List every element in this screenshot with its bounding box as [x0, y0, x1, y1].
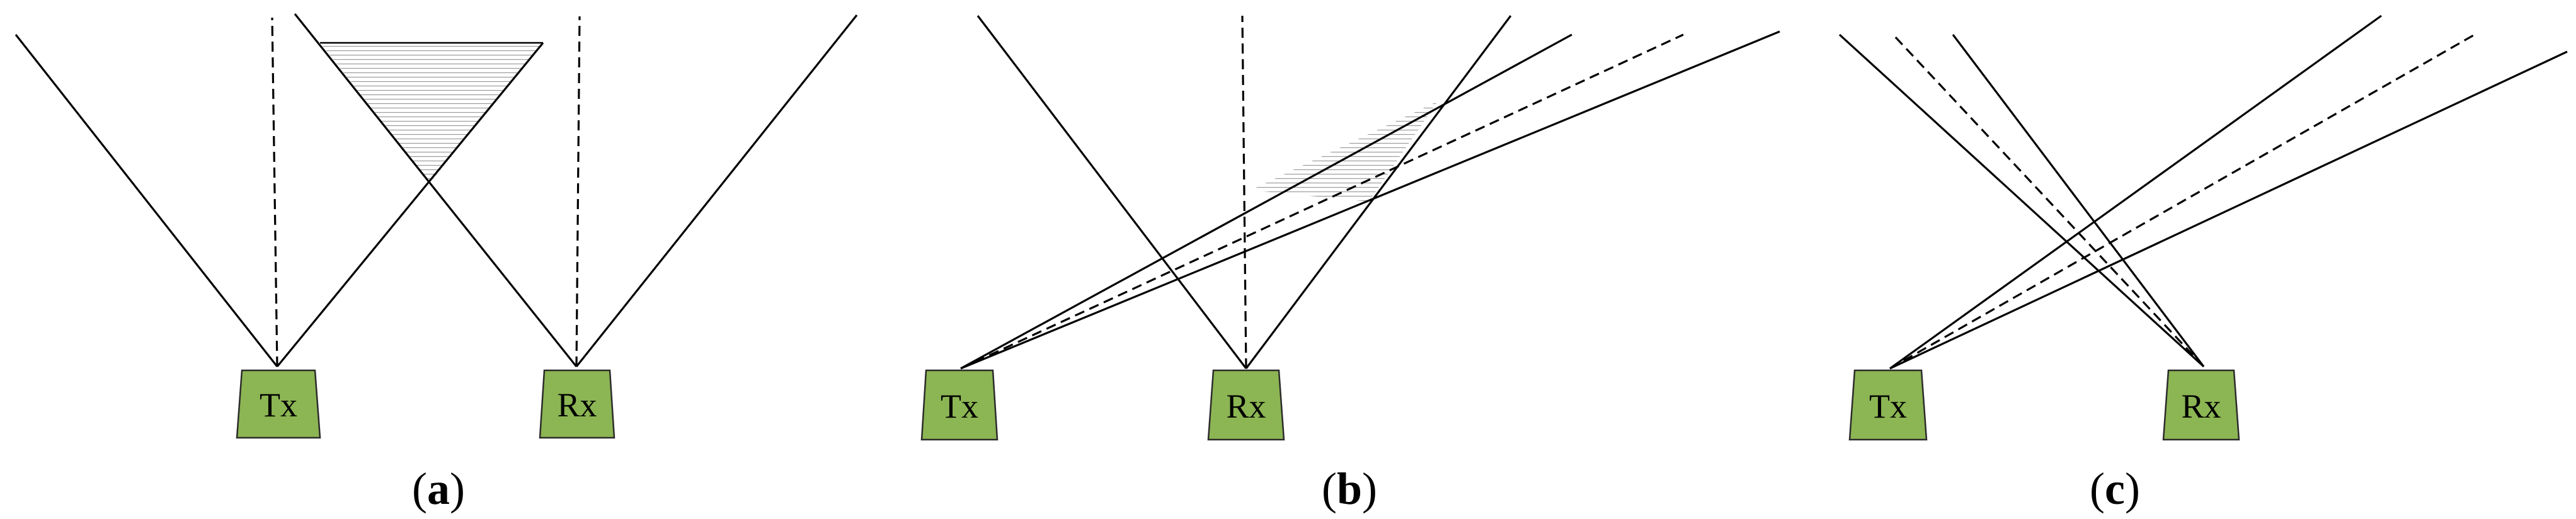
- rx-fov-axis-a: [575, 16, 581, 367]
- transmitter-c: Tx: [1848, 369, 1928, 441]
- panel-b: Tx Rx (b): [920, 15, 1780, 514]
- transmitter-body-c: [1848, 369, 1928, 441]
- overlap-region-b: [1251, 101, 1438, 202]
- receiver-b: Rx: [1207, 369, 1285, 441]
- rx-fov-right-edge-b: [1245, 15, 1512, 369]
- tx-beam-upper-edge-c: [1889, 14, 2382, 370]
- overlap-region-a: [320, 43, 543, 183]
- receiver-c: Rx: [2162, 369, 2240, 441]
- caption-a: (a): [412, 464, 465, 514]
- caption-b: (b): [1322, 464, 1377, 514]
- rx-fov-left-edge-a: [294, 13, 578, 367]
- panel-a: Tx Rx (a): [14, 13, 858, 514]
- tx-beam-lower-edge-c: [1889, 50, 2568, 370]
- receiver-body-c: [2162, 369, 2240, 441]
- caption-c: (c): [2090, 464, 2140, 514]
- transmitter-b: Tx: [920, 369, 999, 441]
- rx-fov-left-edge-c: [1838, 33, 2205, 368]
- transmitter-label-a: Tx: [260, 386, 297, 424]
- receiver-body-a: [539, 369, 615, 439]
- transmitter-body-b: [920, 369, 999, 441]
- tx-beam-left-edge-a: [14, 34, 278, 367]
- receiver-label-a: Rx: [557, 386, 597, 424]
- panel-c: Tx Rx (c): [1838, 14, 2568, 514]
- rx-fov-right-edge-a: [575, 14, 858, 367]
- receiver-label-c: Rx: [2181, 387, 2221, 425]
- tx-beam-right-edge-a: [276, 42, 544, 368]
- rx-fov-axis-c: [1892, 33, 2205, 368]
- tx-beam-axis-b: [960, 33, 1684, 370]
- transmitter-a: Tx: [236, 369, 321, 439]
- tx-beam-axis-a: [271, 17, 278, 367]
- tx-beam-axis-c: [1889, 33, 2475, 370]
- receiver-label-b: Rx: [1226, 387, 1266, 425]
- transmitter-label-c: Tx: [1869, 387, 1907, 425]
- tx-beam-upper-edge-b: [960, 33, 1572, 370]
- tx-beam-lower-edge-b: [960, 30, 1780, 370]
- rx-fov-axis-b: [1241, 15, 1247, 369]
- transmitter-label-b: Tx: [941, 387, 978, 425]
- rx-fov-right-edge-c: [1952, 34, 2205, 367]
- transmitter-body-a: [236, 369, 321, 439]
- rx-fov-left-edge-b: [976, 15, 1247, 369]
- receiver-body-b: [1207, 369, 1285, 441]
- receiver-a: Rx: [539, 369, 615, 439]
